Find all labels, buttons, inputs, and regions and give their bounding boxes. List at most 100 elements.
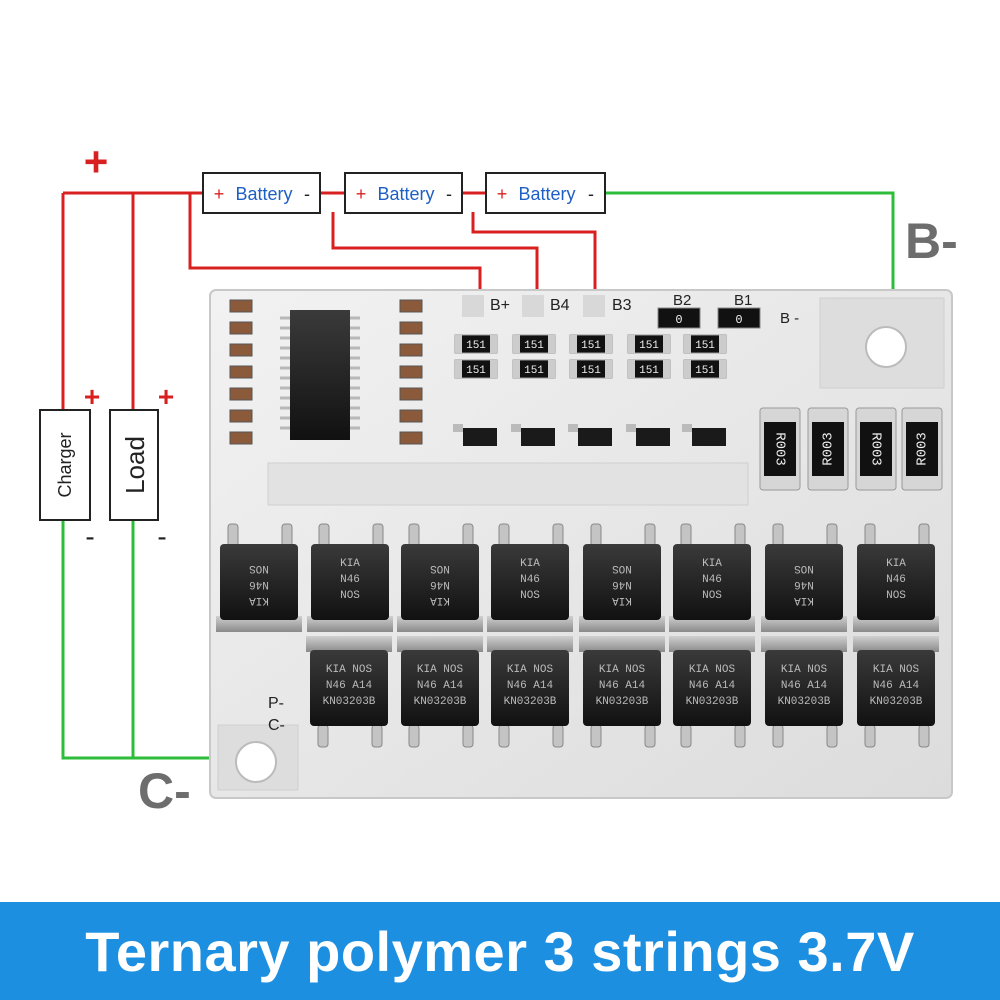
balance-resistor: 151 [512,334,556,354]
pad-label-b3: B3 [612,297,632,314]
sense-resistor-code: R003 [915,432,931,466]
battery-cell-1: + Battery - [202,172,321,214]
sense-resistor: R003 [807,407,849,491]
mosfet-marking: NOS [249,562,269,574]
charger-label: Charger [55,432,75,497]
balance-resistor-code: 151 [466,340,486,352]
mosfet-marking: KIA [886,558,906,570]
sense-resistor: R003 [855,407,897,491]
battery-cell-2: + Battery - [344,172,463,214]
banner-title: Ternary polymer 3 strings 3.7V [85,919,915,983]
mosfet-marking: NOS [886,590,906,602]
pad-label-c-minus: C- [268,717,285,734]
mosfet-marking: N46 [430,578,450,590]
mosfet-marking: KN03203B [686,696,739,708]
battery-cell-plus: + [214,184,225,204]
charger-box: Charger [39,409,91,521]
sot-transistor [453,424,497,446]
sot-transistor [682,424,726,446]
mosfet-marking: KN03203B [504,696,557,708]
mosfet-marking: NOS [520,590,540,602]
mosfet-marking: KN03203B [870,696,923,708]
load-box: Load [109,409,159,521]
mosfet-marking: N46 A14 [507,680,554,692]
mosfet-marking: N46 A14 [599,680,646,692]
battery-cell-minus: - [588,184,594,204]
mosfet-top: KIA N46 NOS [216,523,302,632]
main-plus-sign: + [84,138,109,185]
balance-resistor: 151 [512,359,556,379]
pad-label-b-plus: B+ [490,297,510,314]
sense-resistor: R003 [901,407,943,491]
balance-resistor-code: 151 [695,365,715,377]
pad-label-b2: B2 [673,292,691,309]
mosfet-marking: N46 [340,574,360,586]
mosfet-marking: N46 [249,578,269,590]
battery-cell-plus: + [356,184,367,204]
battery-cell-label: Battery [377,184,434,204]
mosfet-marking: KIA NOS [326,664,373,676]
pad-label-p-minus: P- [268,695,284,712]
b-minus-mount-hole [865,326,907,368]
negative-wires [61,191,895,760]
sot-transistor [568,424,612,446]
pad-label-b1: B1 [734,292,752,309]
load-label: Load [120,436,150,494]
mosfet-marking: KIA [249,594,269,606]
balance-resistor: 151 [454,359,498,379]
charger-plus-sign: + [84,381,100,412]
balance-resistor: 151 [569,359,613,379]
mosfet-marking: KN03203B [778,696,831,708]
sense-resistor-code: R003 [821,432,837,466]
smd-component-column-left [229,299,253,445]
mosfet-marking: N46 [794,578,814,590]
sense-resistor-code: R003 [867,432,883,466]
title-banner: Ternary polymer 3 strings 3.7V [0,902,1000,1000]
battery-cell-plus: + [497,184,508,204]
mosfet-marking: N46 A14 [417,680,464,692]
zero-ohm-code: 0 [735,313,742,327]
mosfet-marking: KIA [340,558,360,570]
mosfet-marking: N46 [886,574,906,586]
zero-ohm-resistor: 0 [717,307,761,329]
balance-resistor: 151 [683,359,727,379]
mosfet-marking: KN03203B [323,696,376,708]
battery-cell-3: + Battery - [485,172,606,214]
mosfet-marking: KIA [794,594,814,606]
mosfet-marking: KIA NOS [689,664,736,676]
control-ic [280,310,360,440]
mosfet-marking: N46 [520,574,540,586]
b3-wire [471,212,597,292]
mosfet-marking: KN03203B [596,696,649,708]
sense-resistor: R003 [759,407,801,491]
bus-bar [267,462,749,506]
mosfet-marking: N46 A14 [689,680,736,692]
c-minus-label: C- [138,763,191,819]
balance-resistor: 151 [683,334,727,354]
balance-resistor-code: 151 [695,340,715,352]
pcb-board: B+ B4 B3 B2 B1 B - P- C- 0 0 [209,289,953,799]
b-plus-wire [188,193,482,292]
balance-resistor: 151 [627,334,671,354]
mosfet-marking: KIA NOS [417,664,464,676]
sense-resistor-code: R003 [771,432,787,466]
b-minus-wire [605,191,895,292]
pad-label-b-minus: B - [780,310,799,327]
mosfet-marking: KIA [702,558,722,570]
positive-wires [61,191,597,410]
